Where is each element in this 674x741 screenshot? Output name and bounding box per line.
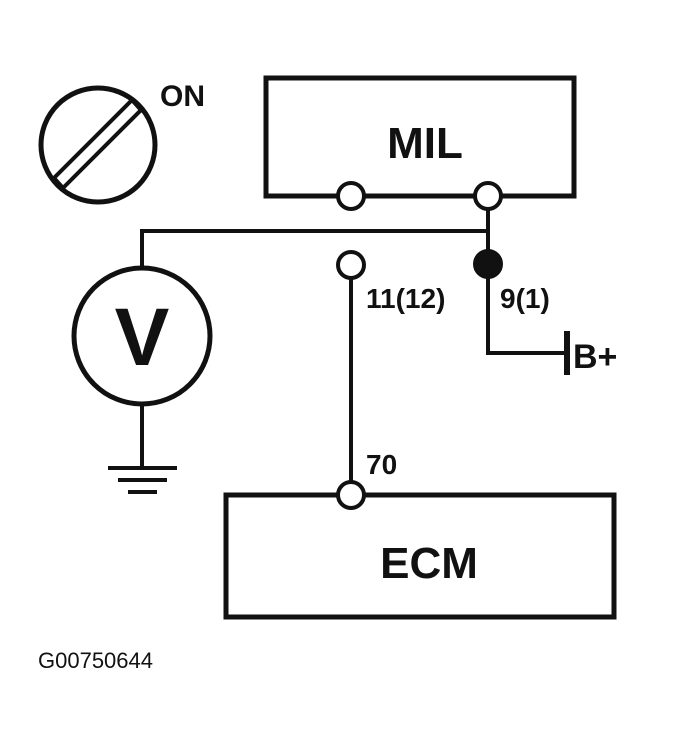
junction-node [473, 249, 503, 279]
pin-label-ecm: 70 [366, 449, 397, 480]
check-terminal-11 [336, 250, 366, 280]
ecm-terminal-70 [336, 480, 366, 510]
ignition-on-label: ON [160, 80, 205, 113]
pin-label-mil-power: 9(1) [500, 283, 550, 314]
ignition-key-slot [51, 97, 144, 191]
figure-id: G00750644 [38, 648, 153, 673]
battery-label: B+ [573, 338, 617, 376]
terminals [336, 181, 503, 280]
ground-icon [108, 466, 177, 494]
voltmeter-body [71, 265, 213, 407]
mil-box: MIL [263, 75, 577, 199]
pin-label-mil-signal: 11(12) [366, 283, 445, 314]
wire-node-to-battery [486, 262, 569, 355]
mil-terminal-right [473, 181, 503, 211]
ecm-box: ECM [223, 480, 617, 620]
voltmeter-symbol: V [115, 292, 170, 383]
mil-label: MIL [387, 119, 463, 168]
mil-outline [263, 75, 577, 199]
ignition-switch: ON [38, 80, 205, 205]
mil-terminal-left [336, 181, 366, 211]
wire-voltmeter-to-node [140, 229, 490, 270]
ecm-label: ECM [380, 539, 478, 588]
voltmeter: V [71, 265, 213, 407]
wiring [140, 209, 570, 484]
ecm-outline [223, 492, 617, 620]
